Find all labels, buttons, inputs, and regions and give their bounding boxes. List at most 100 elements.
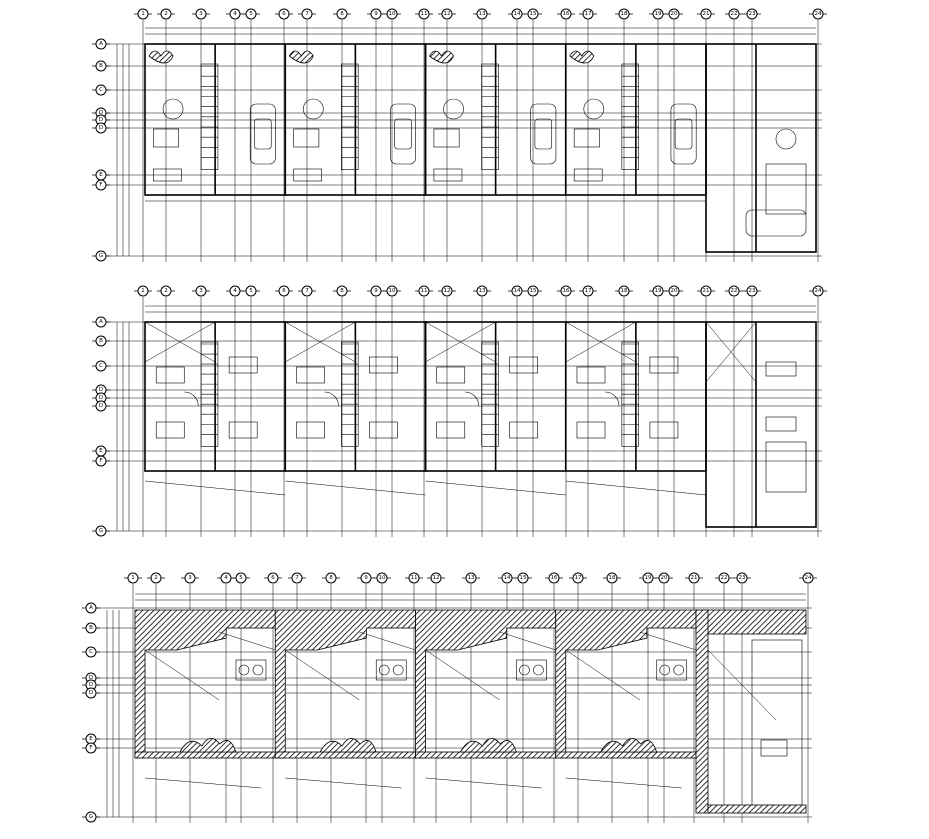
row-bubble-c: C: [92, 84, 110, 96]
column-bubble-24: 24: [799, 572, 817, 584]
column-bubble-23: 23: [743, 8, 761, 20]
column-bubble-18: 18: [615, 285, 633, 297]
column-bubble-4: 4: [226, 285, 244, 297]
row-bubble-c: C: [92, 360, 110, 372]
terrace-line: [144, 480, 286, 496]
column-bubble-8-label: 8: [340, 288, 344, 294]
tank-circle: [238, 664, 250, 676]
row-bubble-a: A: [82, 602, 100, 614]
roof-parapet: [415, 751, 557, 759]
row-bubble-d-label: D: [99, 117, 103, 123]
dining-table: [775, 128, 797, 150]
column-bubble-22-label: 22: [731, 11, 738, 17]
column-bubble-20-label: 20: [671, 288, 678, 294]
roof-slab: [695, 609, 807, 635]
row-bubble-f: F: [82, 742, 100, 754]
slope-line: [565, 649, 641, 701]
column-bubble-5: 5: [232, 572, 250, 584]
column-bubble-20-label: 20: [661, 575, 668, 581]
column-bubble-5: 5: [242, 8, 260, 20]
sofa: [293, 128, 320, 148]
row-bubble-d-label: D: [99, 110, 103, 116]
column-bubble-18-label: 18: [621, 11, 628, 17]
row-bubble-d-label: D: [99, 125, 103, 131]
car-outline: [670, 103, 697, 165]
column-bubble-6-label: 6: [271, 575, 275, 581]
tank-circle: [519, 664, 530, 676]
column-bubble-19: 19: [649, 8, 667, 20]
row-bubble-a-label: A: [99, 319, 103, 325]
kitchen-counter: [153, 168, 182, 182]
column-bubble-24-label: 24: [815, 288, 822, 294]
car-outline: [249, 103, 276, 165]
column-bubble-23-label: 23: [739, 575, 746, 581]
row-bubble-f-label: F: [89, 745, 92, 751]
column-bubble-1: 1: [134, 8, 152, 20]
column-bubble-18-label: 18: [609, 575, 616, 581]
door-swing: [464, 391, 480, 407]
water-tank: [760, 739, 788, 757]
column-bubble-15: 15: [514, 572, 532, 584]
column-bubble-15: 15: [524, 285, 542, 297]
row-bubble-e: E: [92, 169, 110, 181]
row-bubble-e-label: E: [99, 172, 103, 178]
column-bubble-18-label: 18: [621, 288, 628, 294]
car-outline: [530, 103, 557, 165]
water-tank: [235, 659, 267, 681]
column-bubble-6-label: 6: [282, 288, 286, 294]
column-bubble-16-label: 16: [551, 575, 558, 581]
slope-line: [285, 649, 360, 701]
roof-ridge: [459, 738, 517, 753]
column-bubble-13-label: 13: [468, 575, 475, 581]
column-bubble-17: 17: [569, 572, 587, 584]
column-bubble-7-label: 7: [305, 11, 309, 17]
column-bubble-22: 22: [725, 8, 743, 20]
row-bubble-b-label: B: [99, 338, 103, 344]
column-bubble-2: 2: [147, 572, 165, 584]
tank-circle: [378, 664, 390, 676]
column-bubble-14-label: 14: [514, 288, 521, 294]
row-bubble-a-label: A: [89, 605, 93, 611]
column-bubble-8-label: 8: [340, 11, 344, 17]
column-bubble-5-label: 5: [249, 288, 253, 294]
column-bubble-10-label: 10: [389, 11, 396, 17]
column-bubble-13: 13: [462, 572, 480, 584]
dimension-lines: [116, 27, 816, 256]
column-bubble-9-label: 9: [374, 11, 378, 17]
column-bubble-12-label: 12: [433, 575, 440, 581]
column-bubble-13-label: 13: [479, 11, 486, 17]
slope-line: [499, 631, 556, 651]
house-module-2: [284, 43, 427, 202]
house-module-2: [274, 609, 416, 789]
exterior-wall: [705, 321, 817, 528]
column-bubble-22: 22: [715, 572, 733, 584]
roof-slab: [555, 609, 697, 759]
column-bubble-17: 17: [579, 8, 597, 20]
row-bubble-g: G: [92, 250, 110, 262]
row-bubble-g-label: G: [99, 528, 103, 534]
column-bubble-2: 2: [157, 285, 175, 297]
end-unit: [705, 321, 817, 528]
column-bubble-9-label: 9: [364, 575, 368, 581]
roof-parapet: [555, 751, 697, 759]
kitchen-counter: [293, 168, 323, 182]
column-bubble-15-label: 15: [520, 575, 527, 581]
car-roof: [674, 118, 693, 150]
column-bubble-18: 18: [603, 572, 621, 584]
column-bubble-9: 9: [367, 8, 385, 20]
bed: [296, 366, 325, 384]
bed: [155, 366, 185, 384]
row-bubble-e: E: [92, 445, 110, 457]
row-bubble-g: G: [82, 811, 100, 823]
door-swing: [324, 391, 339, 407]
column-bubble-17-label: 17: [585, 11, 592, 17]
house-module-4: [555, 609, 697, 789]
column-bubble-14: 14: [508, 8, 526, 20]
column-bubble-3: 3: [192, 285, 210, 297]
column-bubble-3-label: 3: [199, 11, 203, 17]
column-bubble-6: 6: [275, 285, 293, 297]
